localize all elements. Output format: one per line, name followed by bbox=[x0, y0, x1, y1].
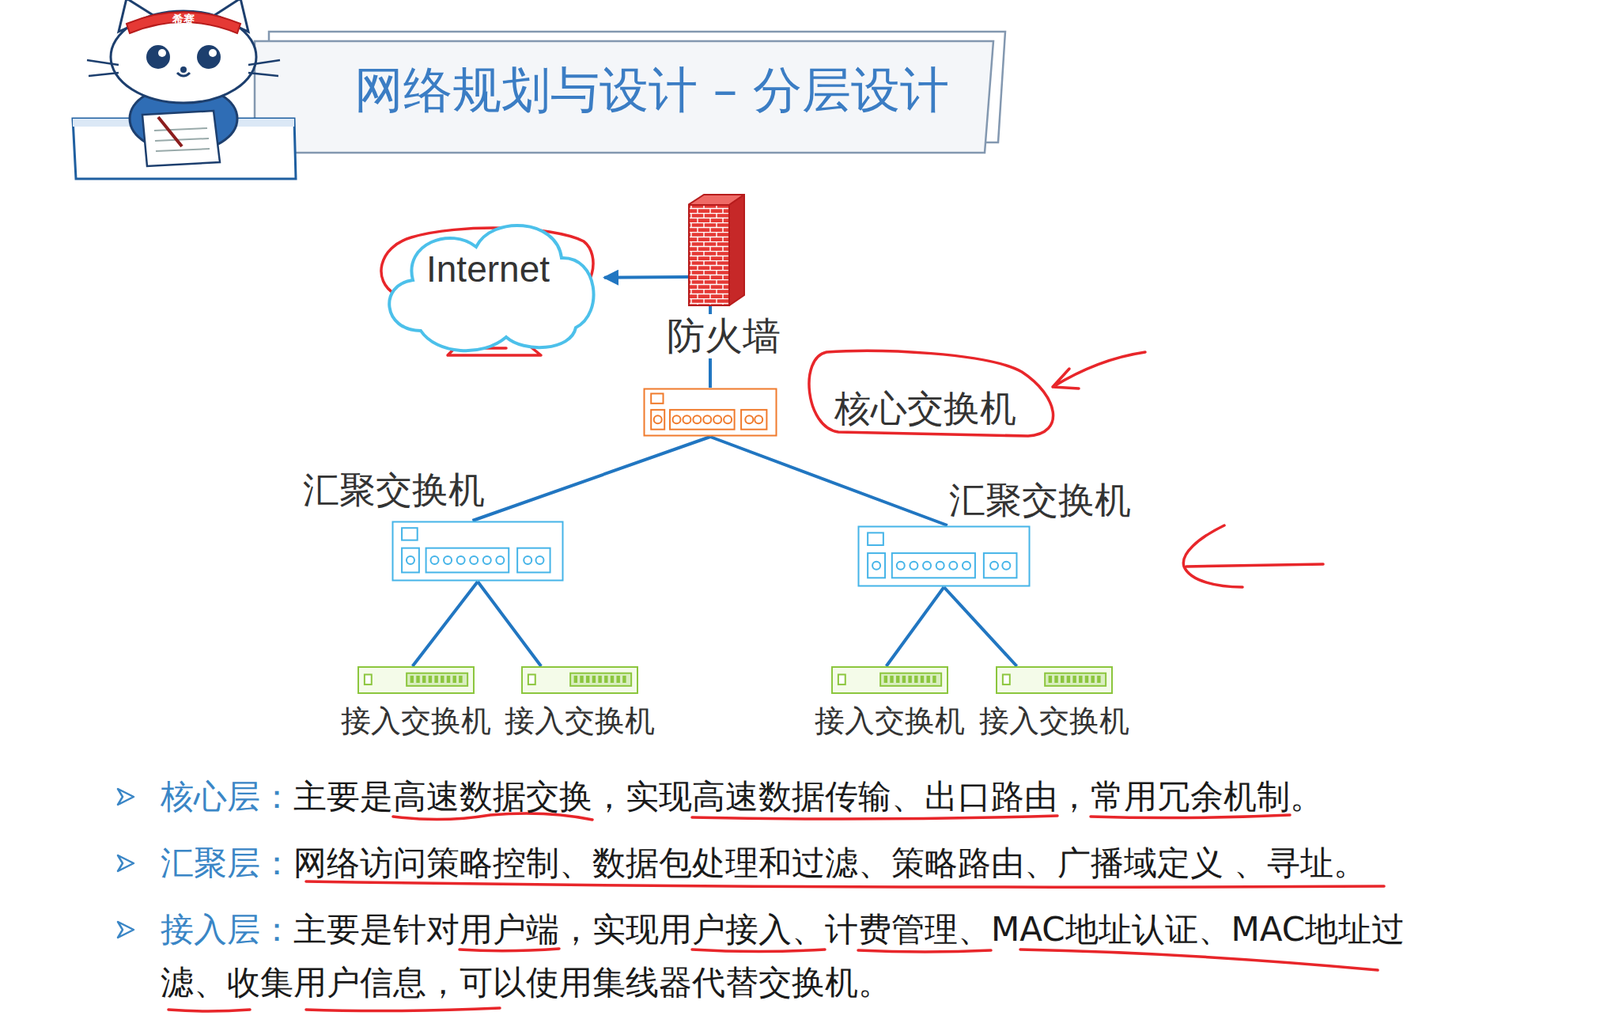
access-switch: 接入交换机 bbox=[357, 665, 475, 694]
layer-heading: 汇聚层： bbox=[160, 843, 294, 882]
layer-heading: 接入层： bbox=[160, 909, 294, 949]
layer-description: 主要是针对用户端，实现用户接入、计费管理、MAC地址认证、MAC地址过滤、收集用… bbox=[160, 909, 1405, 1002]
underline-mark bbox=[306, 1007, 500, 1011]
core-switch: 核心交换机 bbox=[643, 387, 778, 437]
bullet-arrow-shape bbox=[117, 854, 134, 871]
internet-cloud: Internet bbox=[373, 211, 605, 355]
firewall-icon: 防火墙 bbox=[688, 193, 746, 307]
access-switch: 接入交换机 bbox=[831, 665, 949, 694]
node-label: 汇聚交换机 bbox=[949, 479, 1131, 522]
bullet-item: 核心层：主要是高速数据交换，实现高速数据传输、出口路由，常用冗余机制。 bbox=[115, 769, 1413, 823]
bullet-item: 接入层：主要是针对用户端，实现用户接入、计费管理、MAC地址认证、MAC地址过滤… bbox=[115, 902, 1413, 1009]
pen bbox=[158, 117, 182, 147]
eye-glint bbox=[158, 49, 167, 57]
cat-nose bbox=[180, 66, 187, 73]
node-label: 接入交换机 bbox=[340, 703, 492, 739]
network-link bbox=[472, 436, 711, 521]
switch-face bbox=[858, 526, 1030, 587]
brick-wall bbox=[688, 194, 745, 306]
cat-eye bbox=[146, 45, 171, 69]
headband-text: 希赛 bbox=[172, 12, 195, 26]
node-shape bbox=[357, 665, 475, 694]
node-shape bbox=[857, 525, 1031, 587]
bullet-arrow bbox=[115, 919, 137, 940]
bullet-list: 核心层：主要是高速数据交换，实现高速数据传输、出口路由，常用冗余机制。汇聚层：网… bbox=[115, 769, 1413, 1022]
arrow-mark bbox=[1052, 351, 1146, 389]
arrow-mark bbox=[1183, 525, 1324, 587]
node-shape bbox=[995, 665, 1113, 694]
eye-glint bbox=[208, 49, 217, 57]
underline-mark bbox=[459, 948, 560, 951]
underline-mark bbox=[168, 1009, 250, 1011]
access-switch: 接入交换机 bbox=[521, 665, 639, 694]
node-label: 接入交换机 bbox=[979, 703, 1130, 739]
underline-mark bbox=[858, 949, 992, 952]
annotation-marks bbox=[168, 227, 1385, 1011]
aggregation-switch: 汇聚交换机 bbox=[857, 525, 1031, 587]
node-label: 汇聚交换机 bbox=[302, 469, 485, 511]
node-shape bbox=[831, 665, 949, 694]
whiskers bbox=[86, 60, 280, 76]
aggregation-switch: 汇聚交换机 bbox=[391, 520, 564, 582]
layer-description: 主要是高速数据交换，实现高速数据传输、出口路由，常用冗余机制。 bbox=[293, 776, 1324, 816]
access-face bbox=[832, 666, 948, 693]
underline-mark bbox=[1020, 949, 1378, 970]
page-title: 网络规划与设计 – 分层设计 bbox=[354, 61, 950, 118]
paper-line bbox=[155, 138, 209, 141]
access-face bbox=[996, 666, 1113, 693]
paper-line bbox=[154, 128, 208, 131]
paper-line bbox=[155, 148, 210, 152]
headband bbox=[126, 11, 241, 34]
access-face bbox=[358, 666, 474, 693]
network-link bbox=[604, 275, 689, 280]
bullet-item: 汇聚层：网络访问策略控制、数据包处理和过滤、策略路由、广播域定义 、寻址。 bbox=[115, 835, 1413, 889]
layer-heading: 核心层： bbox=[160, 776, 294, 816]
network-link bbox=[477, 581, 541, 666]
network-link bbox=[710, 436, 948, 526]
network-link bbox=[412, 581, 478, 666]
wall-front bbox=[688, 204, 730, 306]
banner-front bbox=[254, 41, 994, 153]
bullet-arrow bbox=[115, 786, 137, 807]
node-shape bbox=[521, 665, 639, 694]
network-link bbox=[886, 586, 945, 666]
bullet-arrow bbox=[115, 852, 137, 874]
node-shape bbox=[688, 193, 746, 307]
underline-mark bbox=[692, 815, 1058, 819]
network-link bbox=[944, 586, 1018, 666]
underline-mark bbox=[692, 949, 825, 952]
switch-face bbox=[644, 389, 777, 436]
node-shape bbox=[643, 387, 778, 437]
underline-mark bbox=[306, 881, 1385, 887]
bullet-arrow-shape bbox=[117, 788, 134, 805]
node-label: 接入交换机 bbox=[504, 703, 655, 739]
node-label: 防火墙 bbox=[663, 313, 784, 358]
wall-side bbox=[729, 194, 745, 306]
access-face bbox=[521, 666, 638, 693]
node-label: 接入交换机 bbox=[814, 703, 965, 739]
layer-description: 网络访问策略控制、数据包处理和过滤、策略路由、广播域定义 、寻址。 bbox=[293, 843, 1367, 882]
cat-mouth bbox=[177, 72, 190, 76]
node-label: Internet bbox=[426, 248, 550, 291]
switch-face bbox=[393, 521, 564, 581]
node-label: 核心交换机 bbox=[834, 387, 1017, 430]
cloud-outline bbox=[389, 225, 594, 351]
paper bbox=[142, 110, 220, 167]
node-shape bbox=[391, 520, 564, 582]
cat-head bbox=[110, 11, 257, 103]
cat-eye bbox=[196, 45, 221, 69]
mascot-cat bbox=[72, 0, 296, 179]
access-switch: 接入交换机 bbox=[995, 665, 1113, 694]
circle-mark bbox=[809, 350, 1054, 436]
title-banner bbox=[254, 31, 1006, 153]
bullet-arrow-shape bbox=[117, 921, 134, 938]
